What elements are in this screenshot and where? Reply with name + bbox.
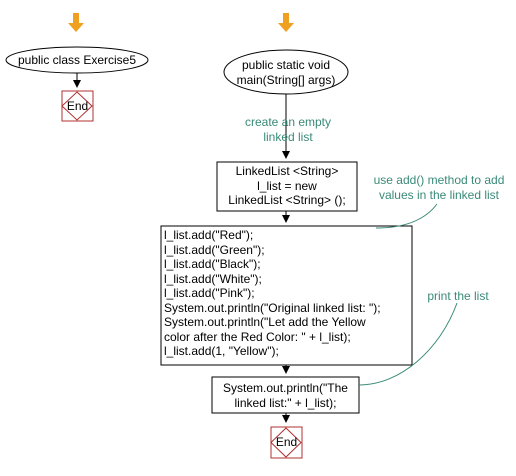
code-line: l_list.add("Red"); — [164, 228, 254, 242]
code-line: l_list.add("Black"); — [164, 257, 261, 271]
add-box-shape — [160, 225, 413, 366]
class-end-label: End — [66, 99, 89, 113]
main-node-line-2: main(String[] args) — [236, 72, 336, 87]
class-end-diamond — [61, 91, 93, 121]
add-values-note-line-2: values in the linked list — [378, 187, 500, 202]
add-note-leader — [375, 203, 438, 229]
declare-line-1: LinkedList <String> — [235, 164, 339, 178]
add-values-note-line-1: use add() method to add — [373, 173, 505, 187]
declare-line-3: LinkedList <String> (); — [228, 193, 346, 207]
code-line: System.out.println("Original linked list… — [164, 300, 381, 315]
add-box-code: l_list.add("Red"); l_list.add("Green"); … — [164, 228, 381, 359]
print-note-leader — [358, 302, 458, 386]
main-node-label: public static void main(String[] args) — [224, 58, 348, 87]
declare-line-2: l_list = new — [257, 178, 317, 193]
print-box-shape — [211, 376, 360, 414]
create-list-note-line-2: linked list — [263, 129, 313, 144]
add-values-note: use add() method to add values in the li… — [364, 173, 514, 202]
code-line: color after the Red Color: " + l_list); — [164, 329, 351, 344]
create-list-note: create an empty linked list — [228, 115, 348, 144]
class-start-arrow-icon — [68, 13, 84, 32]
class-node-label: public class Exercise5 — [17, 53, 137, 67]
declare-box-label: LinkedList <String> l_list = new LinkedL… — [217, 164, 357, 208]
code-line: System.out.println("Let add the Yellow — [164, 315, 366, 329]
code-line: l_list.add("White"); — [164, 271, 262, 286]
code-line: l_list.add("Green"); — [164, 242, 265, 257]
main-node-line-1: public static void — [241, 58, 331, 72]
declare-box-shape — [216, 161, 358, 212]
main-end-label: End — [275, 435, 298, 449]
print-line-2: linked list:" + l_list); — [234, 395, 337, 410]
main-start-arrow-icon — [278, 13, 294, 32]
print-box-label: System.out.println("The linked list:" + … — [212, 381, 359, 410]
create-list-note-line-1: create an empty — [244, 115, 332, 129]
code-line: l_list.add("Pink"); — [164, 286, 255, 300]
code-line: l_list.add(1, "Yellow"); — [164, 344, 279, 358]
print-list-note: print the list — [427, 289, 489, 303]
print-line-1: System.out.println("The — [223, 381, 348, 395]
main-end-diamond — [270, 427, 302, 458]
